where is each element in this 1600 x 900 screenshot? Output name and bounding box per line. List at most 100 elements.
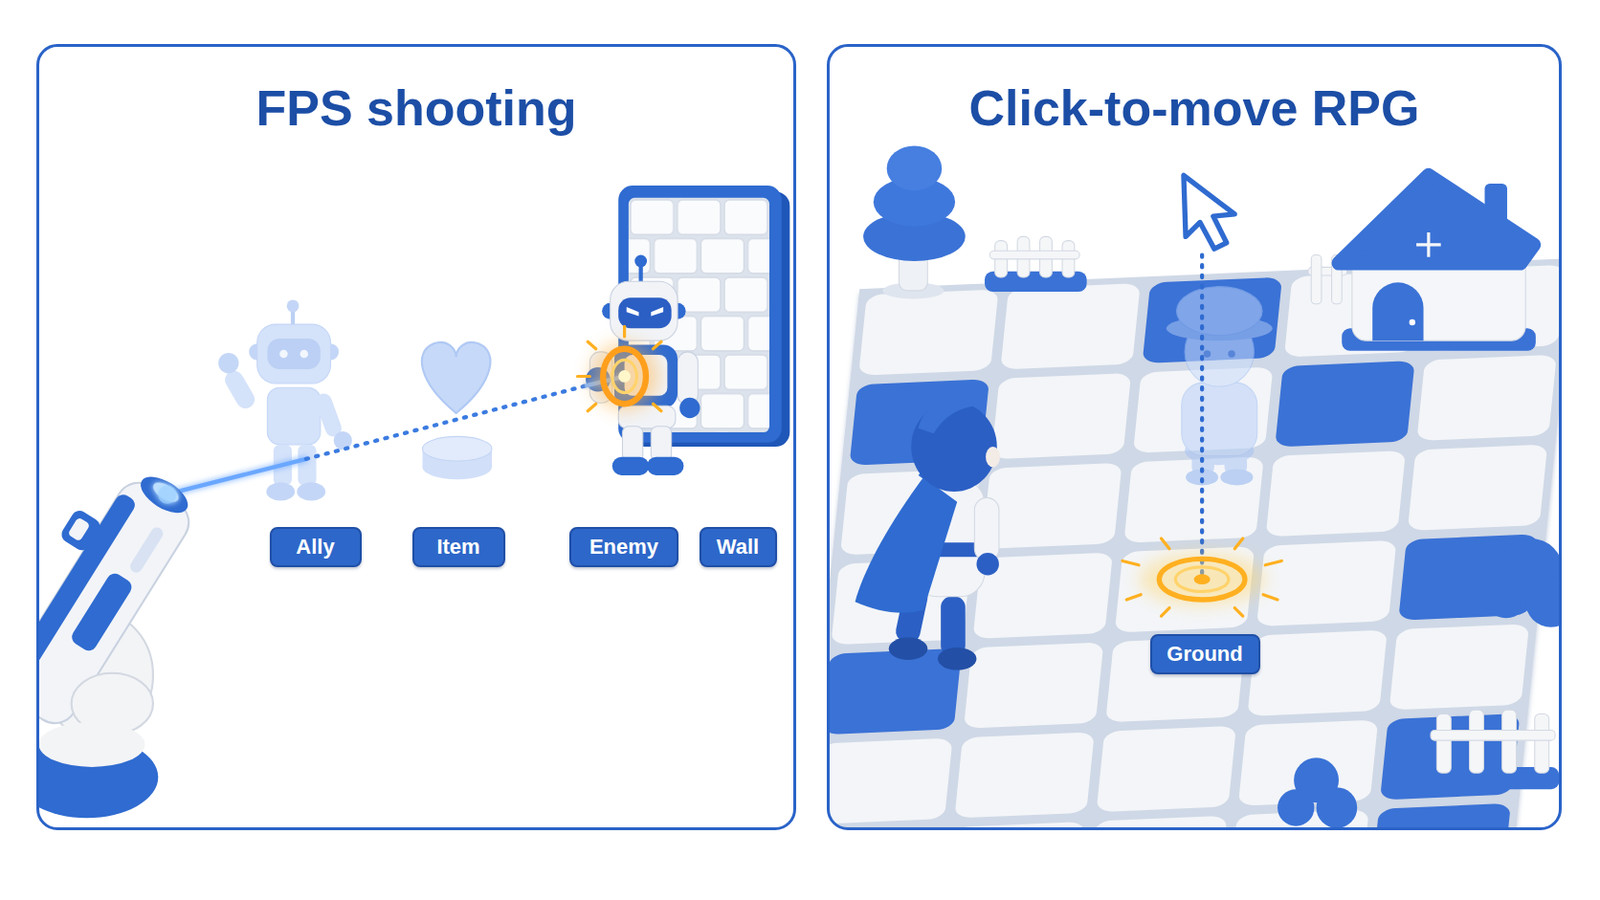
hit-target <box>587 341 597 349</box>
ally-robot <box>300 350 310 359</box>
blaster-gun <box>39 722 146 768</box>
blaster-gun <box>68 571 135 655</box>
enemy-robot <box>650 426 671 462</box>
click-marker <box>1194 574 1211 585</box>
panel-heading: FPS shooting <box>39 78 794 138</box>
ally-robot <box>287 300 300 313</box>
click-marker <box>1122 560 1139 565</box>
laser-beam <box>306 385 587 460</box>
move-path <box>1201 255 1203 575</box>
tile-board <box>1266 450 1406 537</box>
scene-art <box>0 145 1577 900</box>
tile-board <box>1087 816 1227 830</box>
hit-target <box>587 403 597 411</box>
ally-robot <box>296 482 326 501</box>
enemy-robot <box>626 307 640 317</box>
move-path <box>1200 255 1204 575</box>
blaster-gun <box>37 491 138 685</box>
hero-character <box>855 477 958 614</box>
click-marker <box>1263 595 1278 600</box>
mouse-cursor <box>1183 175 1235 249</box>
object-tag: Ground <box>1150 634 1261 675</box>
click-marker <box>1234 538 1244 550</box>
hit-target <box>652 341 662 349</box>
object-tag: Wall <box>699 527 778 568</box>
click-marker <box>1160 538 1170 550</box>
tile-board <box>1370 803 1511 830</box>
fence <box>1502 710 1517 774</box>
pine-tree <box>887 145 943 191</box>
enemy-robot <box>618 297 671 329</box>
ally-robot <box>218 353 239 374</box>
rpg-scene <box>827 145 1561 829</box>
tile-board <box>827 258 1561 830</box>
hero-character <box>918 400 976 434</box>
object-tag: Ally <box>269 527 362 568</box>
object-tag: Enemy <box>569 527 679 568</box>
enemy-robot <box>585 255 700 476</box>
scene-panel: Click-to-move RPG Ground <box>826 44 1562 831</box>
scene-panel: FPS shootingAllyItemEnemyWall <box>36 44 797 831</box>
click-marker <box>1160 608 1170 618</box>
hero-character <box>940 597 966 657</box>
blaster-gun <box>58 508 103 555</box>
ally-robot <box>297 444 316 487</box>
hero-character <box>985 446 1000 467</box>
blaster-gun <box>150 478 182 506</box>
laser-beam <box>169 376 625 494</box>
bushes <box>1483 573 1529 619</box>
ally-robot <box>218 300 353 502</box>
blaster-gun <box>67 516 91 542</box>
tag-label: Wall <box>716 533 759 562</box>
ghost-character <box>1227 350 1235 357</box>
tile-board <box>1105 636 1245 723</box>
fence <box>1534 713 1550 774</box>
tile-board <box>973 553 1113 640</box>
click-marker <box>1122 538 1282 617</box>
hero-character <box>937 647 978 670</box>
tile-board <box>1000 283 1140 370</box>
click-marker <box>1175 567 1228 593</box>
house <box>1416 243 1442 246</box>
house <box>1414 230 1444 260</box>
tile-board <box>827 738 954 825</box>
enemy-robot <box>646 457 684 476</box>
house <box>1372 282 1423 341</box>
ghost-character <box>1176 287 1263 336</box>
blaster-gun <box>134 469 195 521</box>
tag-label: Ally <box>295 533 334 562</box>
enemy-robot <box>610 281 678 341</box>
enemy-robot <box>634 255 647 268</box>
tile-board <box>963 642 1104 729</box>
bushes <box>1525 576 1560 627</box>
hero-character <box>855 400 1000 670</box>
panel-heading: Click-to-move RPG <box>829 78 1559 138</box>
tile-board <box>1246 630 1387 717</box>
bushes <box>1277 538 1560 829</box>
click-marker <box>1122 538 1282 617</box>
fence <box>1469 710 1485 774</box>
click-marker <box>1138 553 1266 606</box>
hit-target <box>589 341 660 412</box>
fence <box>984 236 1088 292</box>
house <box>1311 255 1322 305</box>
hit-target <box>577 326 662 412</box>
heart-item <box>422 342 492 480</box>
tile-board <box>1407 444 1548 532</box>
tile-board <box>827 258 1561 830</box>
pine-tree <box>863 145 966 299</box>
fence <box>1430 730 1556 741</box>
heart-item <box>422 342 491 414</box>
hit-target <box>577 326 662 412</box>
ally-robot <box>266 387 320 445</box>
hero-character <box>976 553 999 576</box>
enemy-robot <box>622 426 643 462</box>
ally-robot <box>257 324 332 384</box>
fps-scene <box>37 185 790 819</box>
tile-board <box>1274 360 1415 447</box>
hit-target <box>602 349 646 405</box>
hit-target <box>618 370 631 383</box>
enemy-robot <box>612 457 649 476</box>
bushes <box>1316 787 1358 829</box>
